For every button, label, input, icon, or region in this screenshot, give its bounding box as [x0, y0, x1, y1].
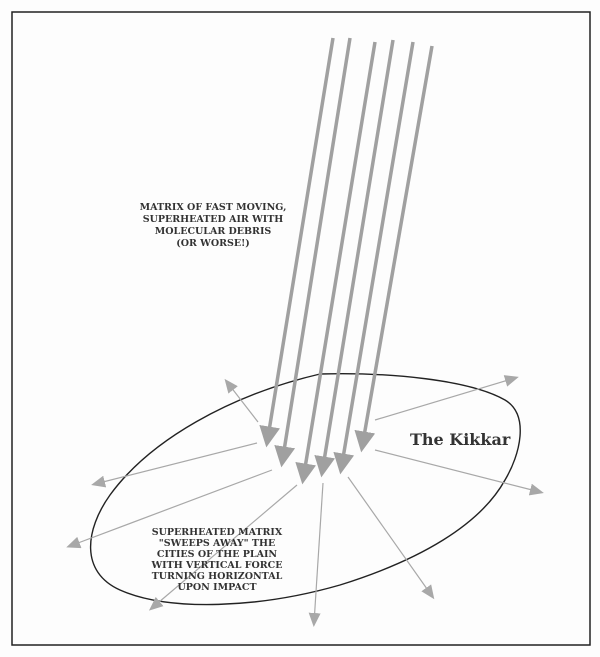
descending-air-arrow: [314, 39, 395, 478]
top_label-line: MOLECULAR DEBRIS: [155, 226, 272, 237]
outward-arrows: [66, 375, 544, 627]
bottom_label-line: UPON IMPACT: [177, 582, 256, 593]
top_label-line: SUPERHEATED AIR WITH: [143, 214, 284, 225]
top-label: MATRIX OF FAST MOVING,SUPERHEATED AIR WI…: [140, 202, 287, 249]
outward-force-arrow: [374, 449, 544, 496]
bottom_label-line: TURNING HORIZONTAL: [152, 571, 283, 582]
top_label-line: (OR WORSE!): [176, 238, 250, 249]
kikkar-outline: [89, 373, 521, 606]
outward-force-arrow: [91, 442, 258, 488]
down-arrows: [259, 37, 434, 485]
outward-force-arrow: [347, 476, 435, 600]
region-label: The Kikkar: [410, 430, 511, 449]
outward-force-arrow: [66, 469, 273, 549]
outward-force-arrow: [224, 378, 259, 423]
descending-air-arrow: [259, 37, 335, 448]
top_label-line: MATRIX OF FAST MOVING,: [140, 202, 287, 213]
bottom_label-line: WITH VERTICAL FORCE: [151, 560, 283, 571]
frame-border: [11, 11, 591, 646]
outward-force-arrow: [148, 484, 298, 611]
descending-air-arrow: [295, 41, 377, 485]
outward-force-arrow: [374, 375, 519, 421]
descending-air-arrow: [274, 37, 352, 468]
descending-air-arrow: [333, 41, 415, 475]
outward-force-arrow: [308, 482, 324, 627]
bottom_label-line: SUPERHEATED MATRIX: [152, 527, 283, 538]
descending-air-arrow: [354, 45, 434, 453]
bottom_label-line: "SWEEPS AWAY" THE: [159, 538, 275, 549]
bottom_label-line: CITIES OF THE PLAIN: [157, 549, 277, 560]
